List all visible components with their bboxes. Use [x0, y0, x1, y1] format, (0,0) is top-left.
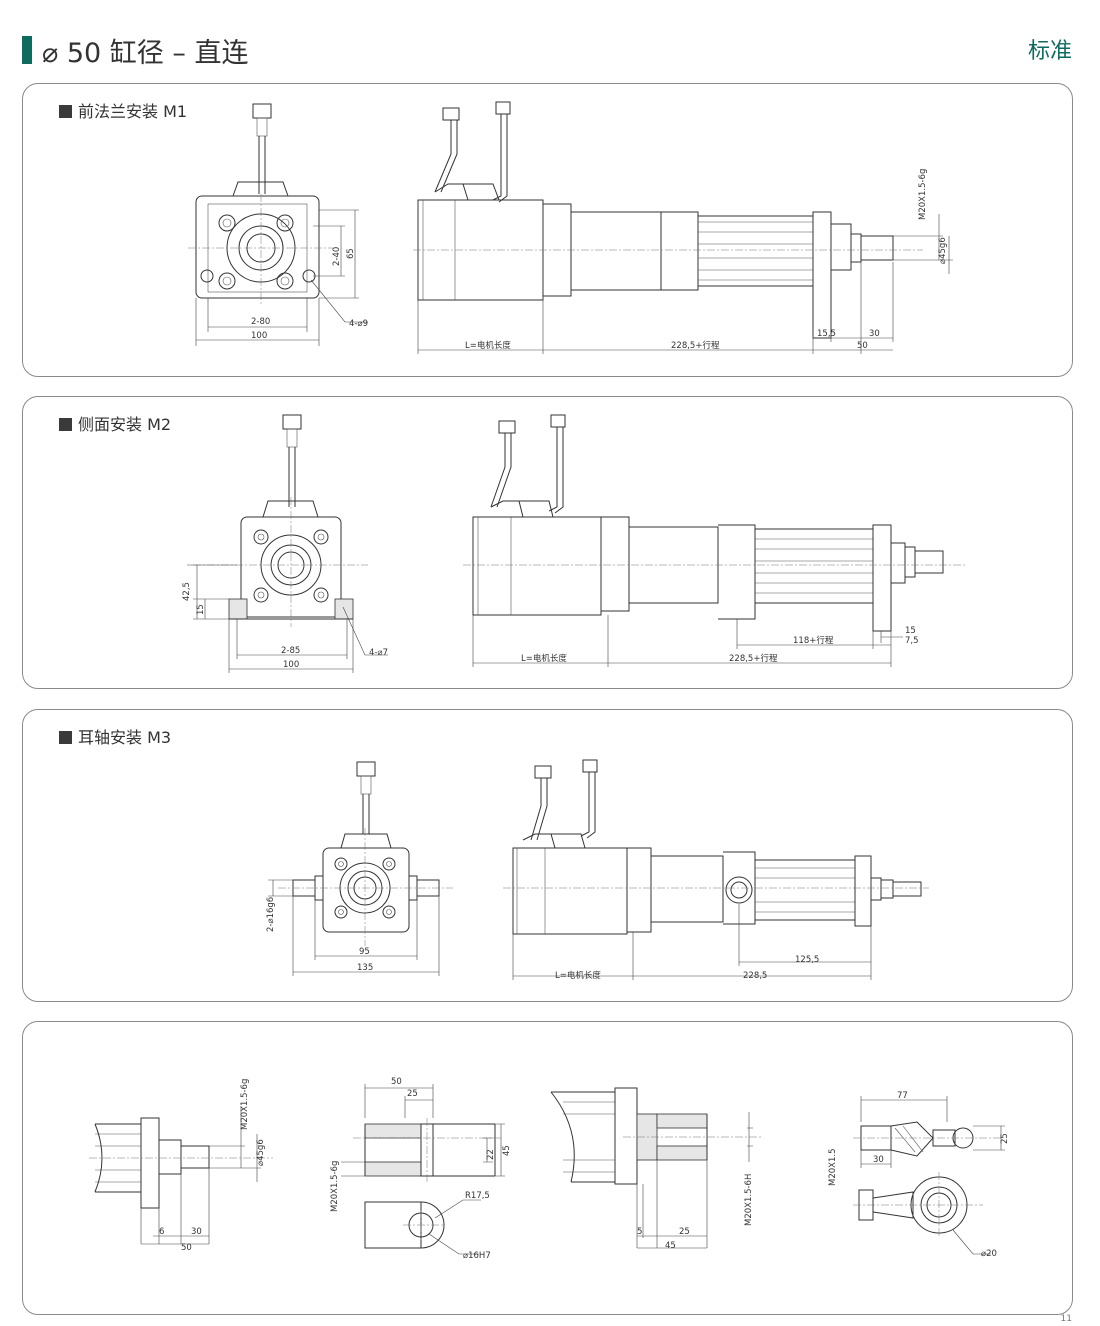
flange-a: 5 [637, 1227, 642, 1237]
eye-w: 25 [1000, 1133, 1010, 1144]
drawing-m2: 2-85 100 42,5 15 4-⌀7 L=电机长度 228 [182, 414, 965, 673]
clevis-view [341, 1084, 505, 1255]
dim-flange-holes: 2-80 [251, 317, 270, 327]
eye-a: 30 [873, 1155, 884, 1165]
dim-flange-t: 15,5 [817, 329, 836, 339]
clevis-h: 45 [502, 1145, 512, 1156]
rod-b: 30 [191, 1227, 202, 1237]
dim-body-len: 228,5+行程 [671, 340, 720, 351]
dim-outer: 135 [357, 963, 373, 973]
panel-trunnion-m3: 耳轴安装 M3 2-⌀16g6 95 135 [22, 709, 1073, 1002]
panel-front-flange-m1: 前法兰安装 M1 2-80 100 2-40 65 [22, 83, 1073, 377]
flange-c: 45 [665, 1241, 676, 1251]
panel-side-mount-m2: 侧面安装 M2 2-85 100 42,5 15 [22, 396, 1073, 689]
dim-rod-ext: 30 [869, 329, 880, 339]
front-view [187, 414, 388, 673]
dim-rod-total: 50 [857, 341, 868, 351]
dim-motor-len: L=电机长度 [521, 653, 567, 664]
front-view [188, 103, 368, 346]
rod-a: 6 [159, 1227, 164, 1237]
side-view [413, 101, 953, 354]
flange-view [550, 1087, 763, 1249]
dim-thread: M20X1.5-6g [918, 169, 928, 220]
dim-motor-len: L=电机长度 [555, 970, 601, 981]
flange-thread: M20X1.5-6H [744, 1174, 754, 1226]
bullet-square [59, 418, 72, 431]
dim-motor-len: L=电机长度 [465, 340, 511, 351]
dim-width: 100 [283, 660, 299, 670]
side-view [503, 759, 929, 980]
dim-hole-dia: 4-⌀7 [369, 648, 388, 658]
panel-label: 前法兰安装 M1 [59, 98, 187, 122]
front-view [268, 761, 453, 976]
dim-inner: 95 [359, 947, 370, 957]
panel-label: 侧面安装 M2 [59, 411, 171, 435]
clevis-slot: 25 [407, 1089, 418, 1099]
clevis-radius: R17,5 [465, 1191, 490, 1201]
dim-foot-a: 15 [905, 626, 916, 636]
standard-label: 标准 [1027, 39, 1072, 64]
panel-label: 耳轴安装 M3 [59, 724, 171, 748]
bullet-square [59, 105, 72, 118]
rod-thread: M20X1.5-6g [240, 1079, 250, 1130]
page-number: 11 [1060, 1314, 1072, 1324]
page-header: ⌀ 50 缸径 – 直连 标准 [0, 0, 1100, 80]
dim-width: 100 [251, 331, 267, 341]
dim-rod-dia: ⌀45g6 [938, 237, 948, 264]
drawing-accessories: M20X1.5-6g ⌀45g6 6 30 50 50 25 22 45 M20… [89, 1077, 1010, 1261]
clevis-len: 50 [391, 1077, 402, 1087]
title-accent-bar [22, 36, 32, 64]
dim-holes-v: 2-40 [332, 247, 342, 266]
eye-ball: ⌀20 [981, 1249, 997, 1259]
page-title: ⌀ 50 缸径 – 直连 [42, 38, 249, 69]
dim-base-t: 15 [196, 604, 206, 615]
dim-body-len: 228,5+行程 [729, 653, 778, 664]
dim-pivot: 125,5 [795, 955, 819, 965]
rod-c: 50 [181, 1243, 192, 1253]
dim-body-len: 228,5 [743, 971, 767, 981]
dim-hole-dia: 4-⌀9 [349, 319, 368, 329]
dim-holes-h: 2-85 [281, 646, 300, 656]
side-view [463, 414, 965, 667]
clevis-pin: ⌀16H7 [463, 1251, 491, 1261]
panel-accessories: M20X1.5-6g ⌀45g6 6 30 50 50 25 22 45 M20… [22, 1021, 1073, 1315]
clevis-gap: 22 [486, 1149, 496, 1160]
dim-height: 42,5 [182, 582, 192, 601]
dim-foot-b: 7,5 [905, 636, 919, 646]
rod-end-view [89, 1106, 273, 1245]
drawing-m3: 2-⌀16g6 95 135 L=电机长度 228,5 1 [266, 759, 929, 981]
flange-b: 25 [679, 1227, 690, 1237]
drawing-m1: 2-80 100 2-40 65 4-⌀9 L= [188, 101, 953, 354]
clevis-thread: M20X1.5-6g [330, 1161, 340, 1212]
rod-dia: ⌀45g6 [256, 1139, 266, 1166]
eye-thread: M20X1.5 [828, 1149, 838, 1187]
dim-stroke: 118+行程 [793, 635, 834, 646]
bullet-square [59, 731, 72, 744]
dim-trunnion-dia: 2-⌀16g6 [266, 897, 276, 932]
rod-eye-view [853, 1096, 1005, 1255]
eye-len: 77 [897, 1091, 908, 1101]
dim-height: 65 [346, 248, 356, 259]
